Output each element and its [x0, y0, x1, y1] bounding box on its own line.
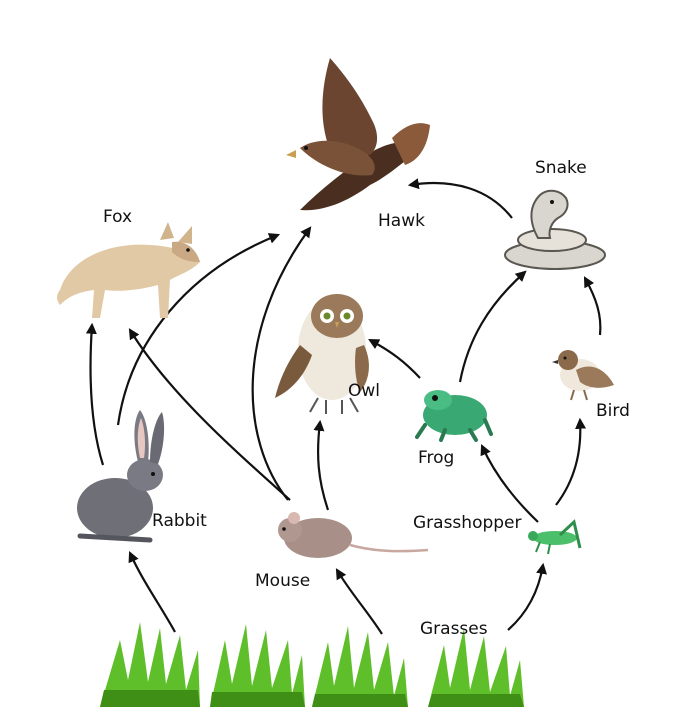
- arrow-snake-to-hawk: [407, 178, 513, 219]
- fox-illustration: [57, 222, 200, 318]
- label-owl: Owl: [348, 381, 380, 401]
- arrow-grasshopper-to-bird: [555, 417, 587, 506]
- label-snake: Snake: [535, 158, 587, 178]
- grasses-illustration: [100, 622, 524, 707]
- label-bird: Bird: [596, 401, 630, 421]
- rabbit-illustration: [77, 410, 165, 543]
- grasshopper-illustration: [528, 519, 582, 555]
- label-rabbit: Rabbit: [152, 511, 207, 531]
- arrow-mouse-to-fox: [128, 328, 291, 501]
- arrow-mouse-to-owl: [313, 419, 330, 511]
- label-hawk: Hawk: [378, 211, 425, 231]
- frog-illustration: [415, 390, 493, 442]
- arrow-frog-to-owl: [368, 338, 421, 379]
- arrow-frog-to-snake: [458, 270, 527, 383]
- arrow-grass-to-rabbit: [128, 550, 176, 633]
- owl-illustration: [275, 294, 369, 414]
- snake-illustration: [504, 189, 606, 270]
- arrows: [85, 178, 602, 635]
- arrow-rabbit-to-hawk: [116, 233, 281, 426]
- arrow-mouse-to-hawk: [251, 226, 312, 501]
- label-mouse: Mouse: [255, 571, 310, 591]
- arrow-grass-to-mouse: [335, 568, 383, 635]
- arrow-grasshopper-to-frog: [480, 443, 539, 523]
- label-grasshopper: Grasshopper: [413, 513, 522, 533]
- labels: Fox Hawk Snake Owl Frog Bird Rabbit Mous…: [103, 158, 630, 639]
- label-grasses: Grasses: [420, 619, 488, 639]
- label-fox: Fox: [103, 207, 132, 227]
- arrow-rabbit-to-fox: [85, 322, 105, 466]
- arrow-bird-to-snake: [583, 276, 602, 336]
- mouse-illustration: [278, 512, 429, 558]
- arrow-grass-to-grasshopper: [507, 562, 547, 631]
- label-frog: Frog: [418, 448, 454, 468]
- hawk-illustration: [286, 58, 430, 211]
- bird-illustration: [552, 350, 614, 401]
